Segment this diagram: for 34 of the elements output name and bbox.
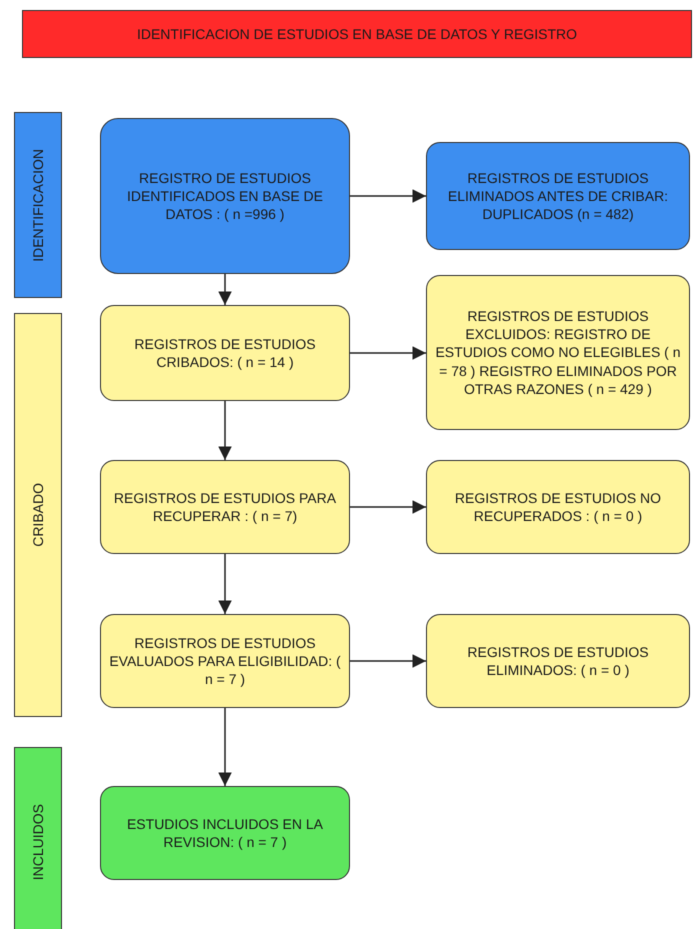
box-text: REGISTROS DE ESTUDIOS NO RECUPERADOS : ( n = 0 ) [454, 488, 662, 526]
arrow [350, 346, 426, 360]
process-box [100, 786, 350, 880]
box-text: REGISTRO DE ESTUDIOS IDENTIFICADOS EN BASE DE DATOS : ( n =996 ) [126, 168, 324, 224]
process-box [100, 614, 350, 708]
box-text: REGISTROS DE ESTUDIOS CRIBADOS: ( n = 14 ) [133, 334, 317, 372]
phase-band [14, 747, 62, 929]
process-box [100, 118, 350, 274]
box-text: REGISTROS DE ESTUDIOS EXCLUIDOS: REGISTRO DE ESTUDIOS COMO NO ELEGIBLES ( n = 78 ) REGISTRO ELIMINADOS POR OTRAS RAZONES ( n = 429 ) [434, 307, 682, 398]
process-box [100, 460, 350, 554]
arrow [218, 401, 232, 460]
box-text: REGISTROS DE ESTUDIOS ELIMINADOS ANTES DE CRIBAR: DUPLICADOS (n = 482) [446, 168, 670, 224]
process-box [426, 614, 690, 708]
phase-band [14, 313, 62, 717]
process-box [100, 305, 350, 401]
phase-label: CRIBADO [28, 483, 47, 547]
phase-band [14, 112, 62, 298]
arrow [350, 654, 426, 668]
process-box [426, 275, 690, 430]
box-text: REGISTROS DE ESTUDIOS PARA RECUPERAR : ( n = 7) [112, 488, 338, 526]
box-text: ESTUDIOS INCLUIDOS EN LA REVISION: ( n = 7 ) [126, 814, 324, 852]
box-text: REGISTROS DE ESTUDIOS EVALUADOS PARA ELIGIBILIDAD: ( n = 7 ) [108, 634, 342, 688]
arrow [218, 554, 232, 614]
header-banner [22, 10, 692, 58]
header-text: IDENTIFICACION DE ESTUDIOS EN BASE DE DATOS Y REGISTRO [136, 24, 578, 44]
arrow [218, 708, 232, 786]
arrow [350, 189, 426, 203]
arrow [350, 500, 426, 514]
process-box [426, 142, 690, 250]
arrow [218, 274, 232, 305]
phase-label: INCLUIDOS [28, 804, 47, 880]
phase-label: IDENTIFICACION [28, 148, 47, 262]
box-text: REGISTROS DE ESTUDIOS ELIMINADOS: ( n = 0 ) [466, 642, 650, 680]
process-box [426, 460, 690, 554]
